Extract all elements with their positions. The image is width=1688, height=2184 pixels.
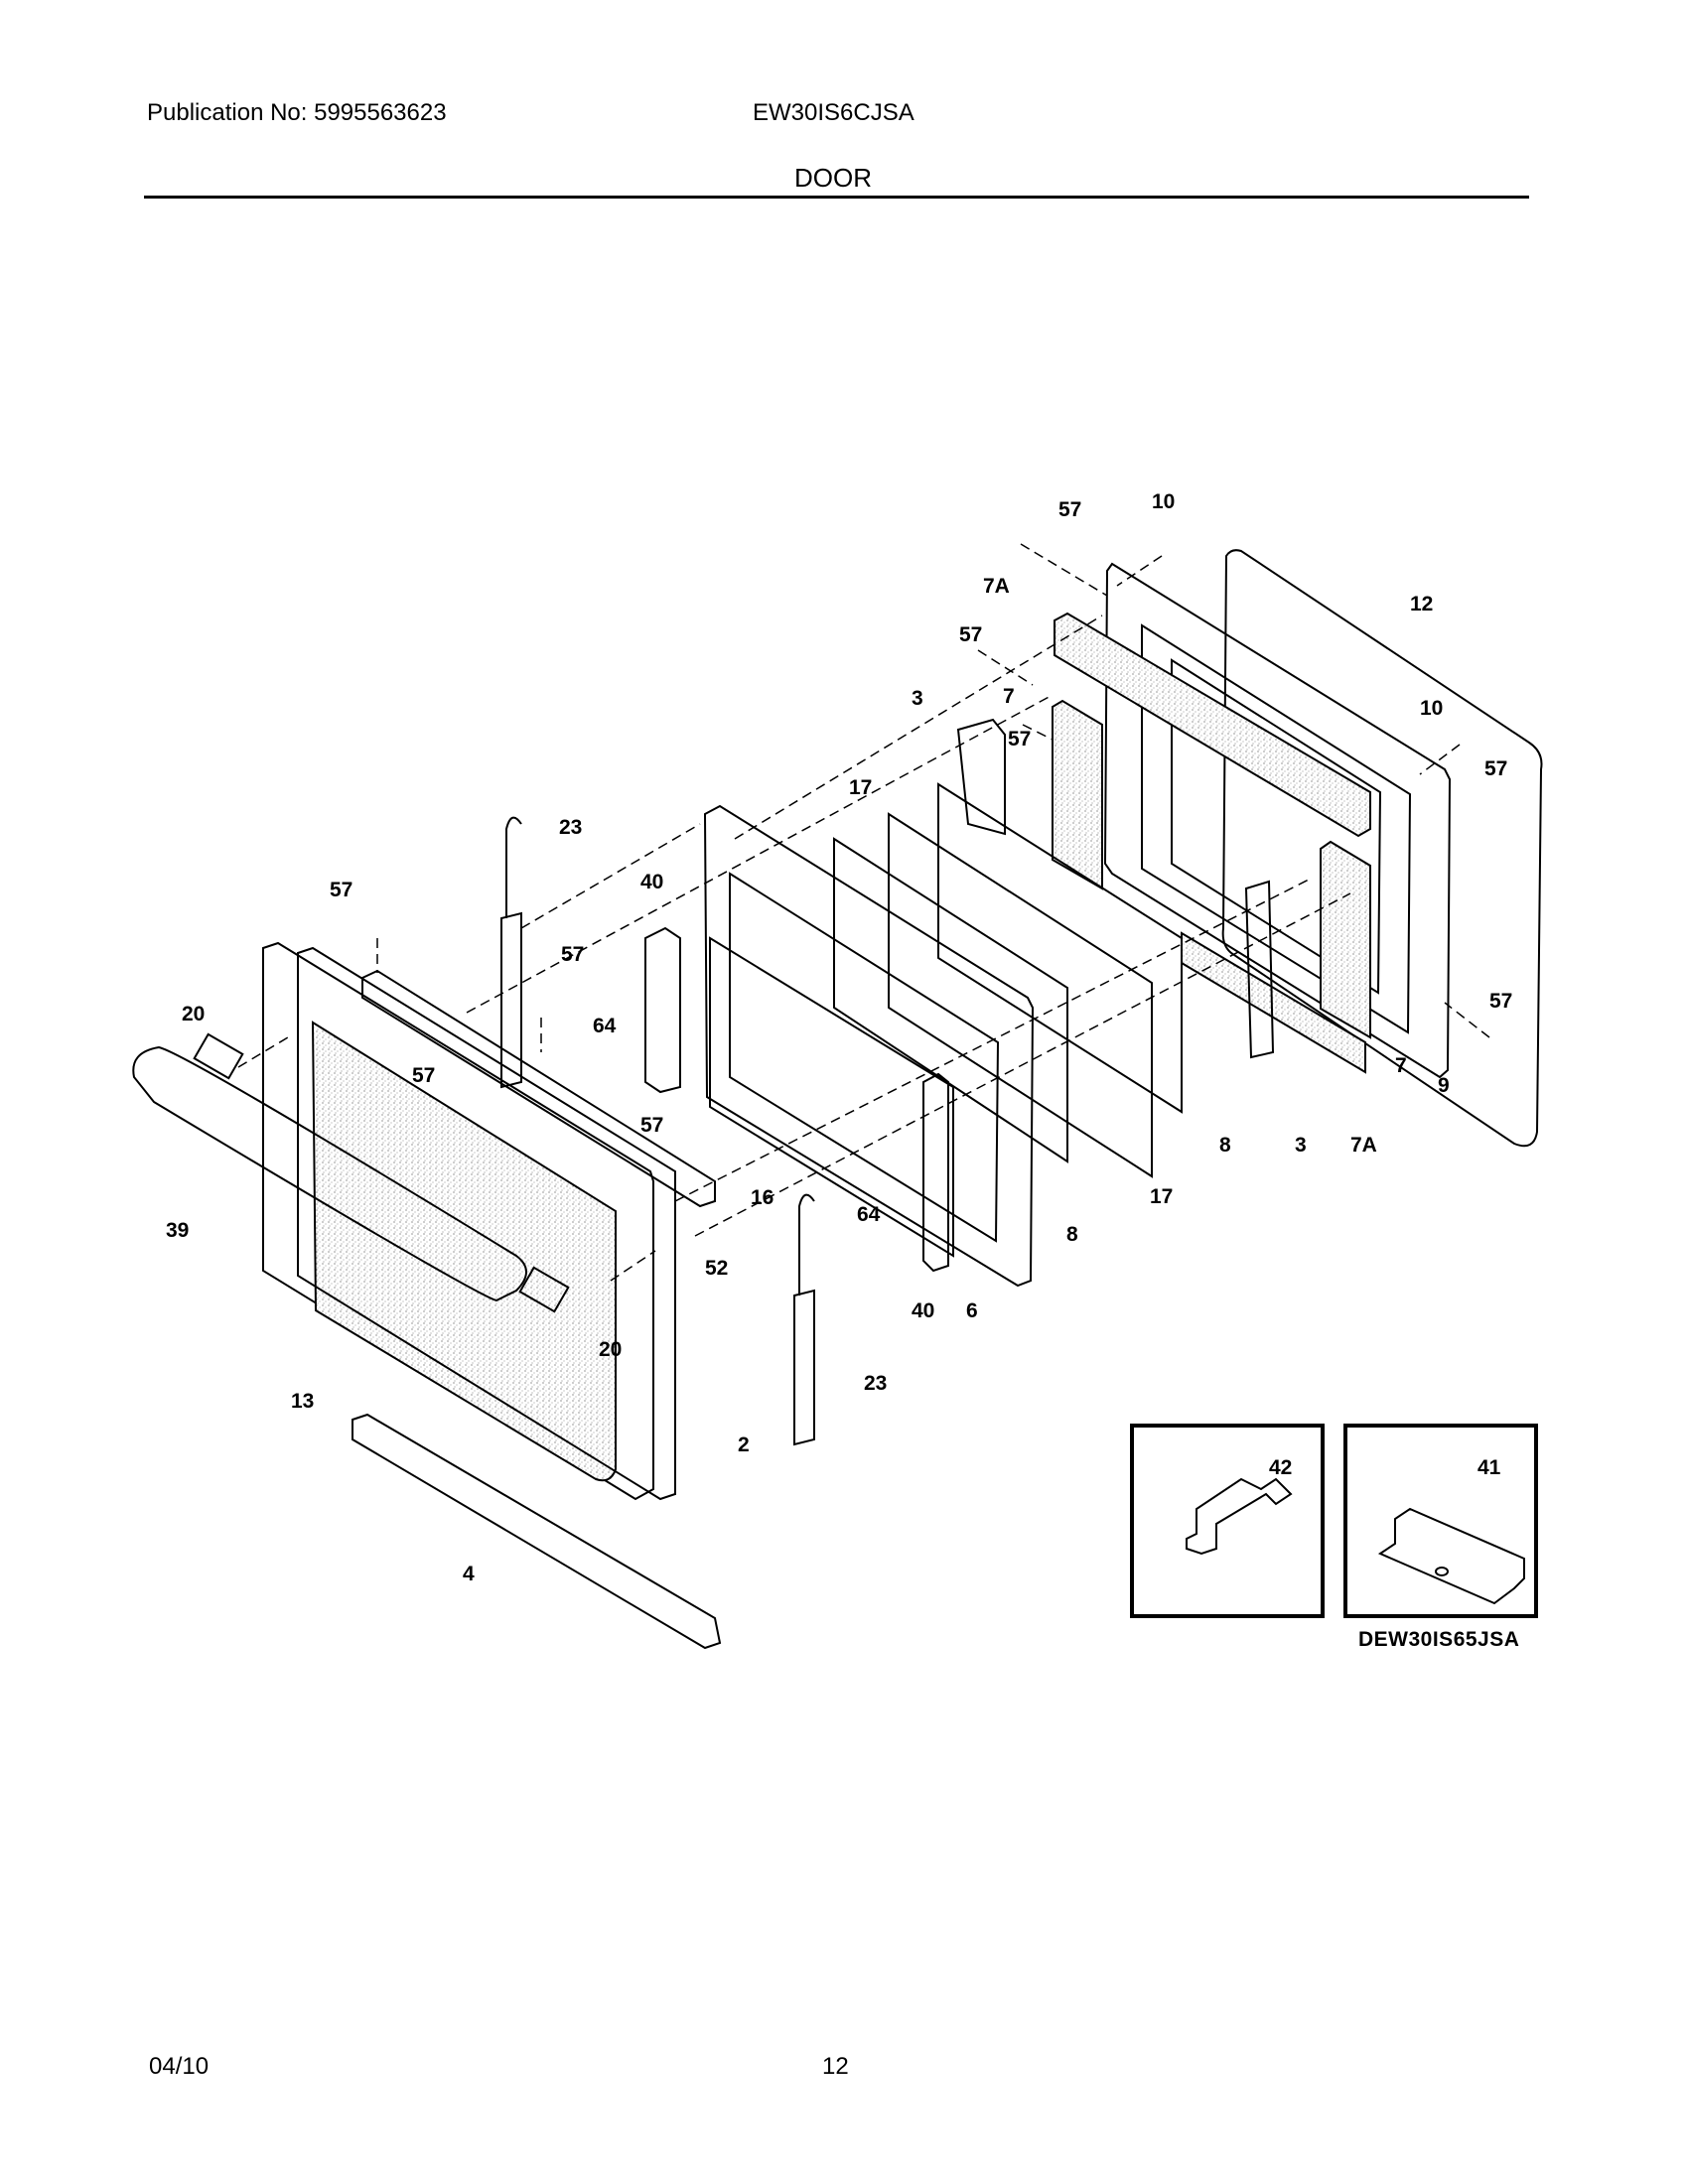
bottom-trim-4 — [352, 1413, 722, 1650]
bracket-40-upper — [644, 926, 681, 1094]
callout: 23 — [864, 1372, 887, 1395]
callout: 23 — [559, 816, 582, 839]
door-liner-6 — [703, 804, 1035, 1288]
callout: 4 — [463, 1563, 475, 1585]
publication-number: Publication No: 5995563623 — [147, 99, 447, 126]
callout: 7A — [1350, 1134, 1377, 1157]
callout: 57 — [1484, 757, 1507, 780]
callout: 64 — [593, 1015, 617, 1037]
callout: 16 — [751, 1186, 774, 1209]
callout: 57 — [959, 623, 982, 646]
callout: 57 — [640, 1114, 663, 1137]
inset-model-note: DEW30IS65JSA — [1358, 1628, 1520, 1651]
glass-8-rear — [937, 782, 1183, 1114]
insulation-7-right — [1320, 840, 1371, 1039]
hinge-23-lower — [793, 1289, 815, 1446]
glass-frame-17 — [888, 812, 1153, 1178]
end-cap-20-left — [193, 1032, 244, 1080]
gasket-12 — [1221, 549, 1543, 1148]
callout: 57 — [561, 943, 584, 966]
section-title: DOOR — [794, 163, 872, 193]
inset-panel-41 — [1343, 1424, 1538, 1618]
callout: 57 — [330, 879, 352, 901]
callout: 40 — [912, 1299, 934, 1322]
inset-label-41: 41 — [1477, 1456, 1501, 1479]
insulation-7a-top — [1054, 612, 1371, 838]
callout: 17 — [849, 776, 872, 799]
callout: 9 — [1438, 1074, 1450, 1097]
callout: 7 — [1395, 1054, 1407, 1077]
insulation-7-left — [1052, 699, 1103, 890]
glass-8-front — [833, 837, 1068, 1163]
callout: 6 — [966, 1299, 978, 1322]
callout: 17 — [1150, 1185, 1173, 1208]
callout: 3 — [912, 687, 923, 710]
callout: 40 — [640, 871, 663, 893]
callout: 7 — [1003, 685, 1015, 708]
callout: 3 — [1295, 1134, 1307, 1157]
callout: 7A — [983, 575, 1010, 598]
bracket-40-lower — [922, 1072, 949, 1273]
model-number: EW30IS6CJSA — [753, 99, 914, 126]
callout: 20 — [182, 1003, 205, 1025]
bracket-3-upper — [956, 718, 1006, 836]
callout: 10 — [1152, 490, 1175, 513]
callout: 57 — [1008, 728, 1031, 751]
callout: 8 — [1066, 1223, 1078, 1246]
callout: 20 — [599, 1338, 622, 1361]
door-handle-39 — [132, 1045, 527, 1302]
bracket-3-lower — [1244, 880, 1275, 1059]
header-rule — [144, 196, 1529, 199]
callout-labels: 57 10 7A 12 57 3 7 10 57 57 17 23 57 40 … — [166, 490, 1512, 1585]
end-cap-20-right — [518, 1266, 570, 1313]
callout: 8 — [1219, 1134, 1231, 1157]
callout: 2 — [738, 1433, 750, 1456]
glass-16 — [709, 936, 954, 1258]
callout: 12 — [1410, 593, 1433, 615]
callout: 64 — [857, 1203, 881, 1226]
callout: 52 — [705, 1257, 728, 1280]
inner-door-9 — [1103, 562, 1452, 1079]
callout: 10 — [1420, 697, 1443, 720]
callout: 39 — [166, 1219, 189, 1242]
callout: 13 — [291, 1390, 314, 1413]
footer-date: 04/10 — [149, 2053, 210, 2080]
inset-panel-42 — [1130, 1424, 1325, 1618]
door-frame-2 — [297, 946, 676, 1501]
callout: 57 — [412, 1064, 435, 1087]
callout: 57 — [1058, 498, 1081, 521]
inset-label-42: 42 — [1269, 1456, 1292, 1479]
footer-page-number: 12 — [822, 2053, 849, 2080]
outer-door-window — [311, 1021, 617, 1482]
hinge-23-upper — [500, 911, 522, 1089]
callout: 57 — [1489, 990, 1512, 1013]
